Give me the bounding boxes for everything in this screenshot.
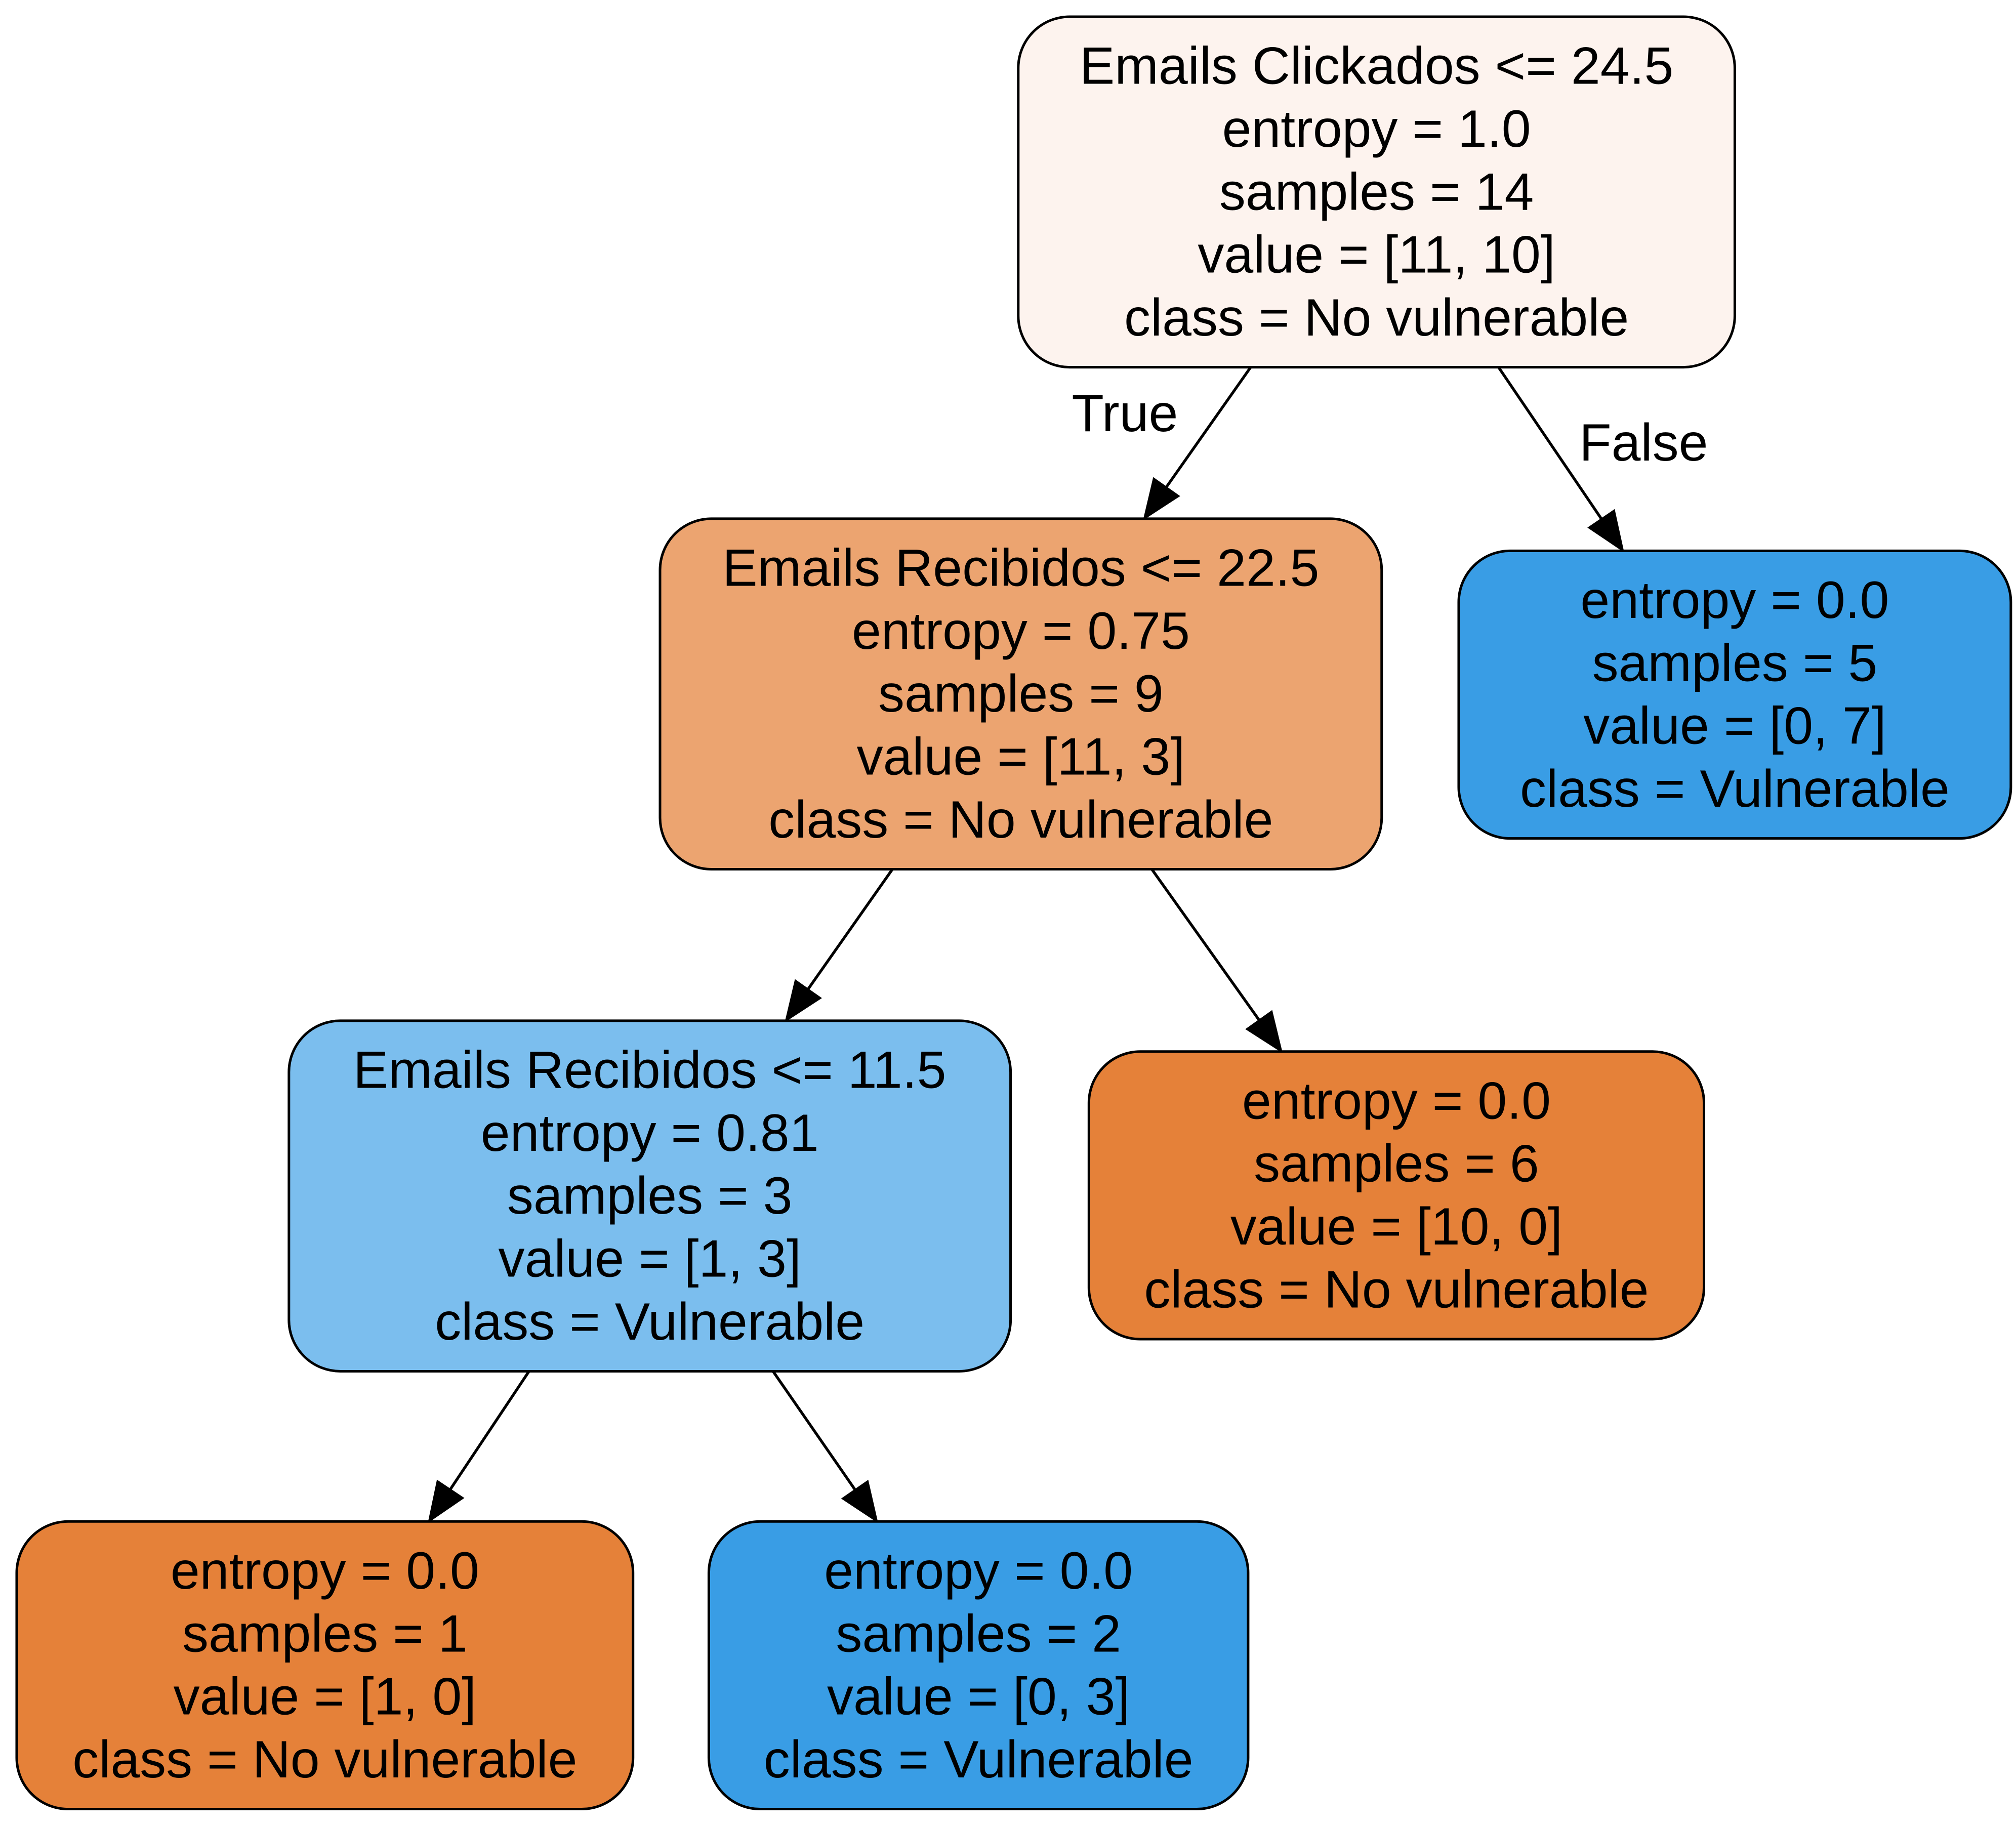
node-line: samples = 6: [1254, 1135, 1539, 1193]
node-line: value = [1, 0]: [174, 1668, 476, 1726]
edge-n3-n6: [771, 1370, 879, 1523]
edge-label-false: False: [1579, 413, 1708, 472]
edge-label-true: True: [1072, 384, 1178, 443]
node-line: entropy = 0.0: [1580, 571, 1889, 630]
edge-line: [449, 1370, 530, 1490]
node-box: [15, 1520, 635, 1811]
node-box: [1457, 549, 2012, 840]
node-line: Emails Recibidos <= 22.5: [722, 539, 1319, 598]
node-line: class = No vulnerable: [72, 1730, 577, 1789]
node-line: class = Vulnerable: [764, 1730, 1194, 1789]
node-box: [287, 1019, 1012, 1373]
edge-n3-n5: [428, 1370, 530, 1523]
node-line: samples = 5: [1592, 634, 1878, 692]
edge-line: [807, 868, 894, 990]
node-line: value = [0, 3]: [827, 1668, 1130, 1726]
edges-layer: True False: [428, 366, 1708, 1523]
edge-root-n1: True: [1072, 366, 1252, 521]
edge-n1-n3: [785, 868, 894, 1023]
node-line: value = [10, 0]: [1230, 1197, 1562, 1256]
edge-line: [1497, 366, 1603, 520]
arrowhead-icon: [1587, 509, 1624, 553]
arrowhead-icon: [1143, 477, 1180, 521]
node-line: value = [11, 3]: [857, 728, 1185, 786]
node-line: entropy = 0.0: [1242, 1071, 1551, 1130]
node-line: class = No vulnerable: [1144, 1260, 1649, 1319]
edge-line: [1165, 366, 1252, 488]
node-line: samples = 2: [836, 1604, 1121, 1663]
node-box: [1017, 15, 1736, 369]
node-line: samples = 9: [878, 665, 1164, 723]
node-box: [659, 517, 1383, 871]
node-line: entropy = 0.75: [852, 602, 1190, 660]
node-line: samples = 14: [1219, 162, 1534, 221]
edge-n1-n4: [1150, 868, 1283, 1054]
arrowhead-icon: [785, 979, 822, 1023]
node-line: value = [0, 7]: [1583, 697, 1886, 756]
node-line: class = No vulnerable: [768, 791, 1273, 849]
edge-line: [1150, 868, 1260, 1021]
node-line: value = [11, 10]: [1198, 226, 1555, 284]
node-line: value = [1, 3]: [498, 1229, 801, 1288]
edge-root-n2: False: [1497, 366, 1708, 553]
node-line: class = No vulnerable: [1124, 288, 1629, 347]
node-line: Emails Recibidos <= 11.5: [353, 1041, 947, 1100]
node-line: entropy = 1.0: [1222, 100, 1531, 158]
node-box: [707, 1520, 1250, 1811]
node-line: samples = 3: [507, 1167, 793, 1225]
node-line: entropy = 0.0: [171, 1542, 479, 1600]
node-line: class = Vulnerable: [1520, 760, 1950, 818]
arrowhead-icon: [428, 1479, 465, 1523]
arrowhead-icon: [841, 1479, 879, 1523]
node-line: entropy = 0.81: [481, 1104, 819, 1163]
node-line: class = Vulnerable: [435, 1293, 865, 1351]
arrowhead-icon: [1245, 1010, 1283, 1054]
edge-line: [771, 1370, 856, 1491]
node-line: Emails Clickados <= 24.5: [1080, 37, 1673, 96]
node-line: samples = 1: [182, 1604, 468, 1663]
node-box: [1087, 1050, 1706, 1341]
node-line: entropy = 0.0: [824, 1542, 1133, 1600]
